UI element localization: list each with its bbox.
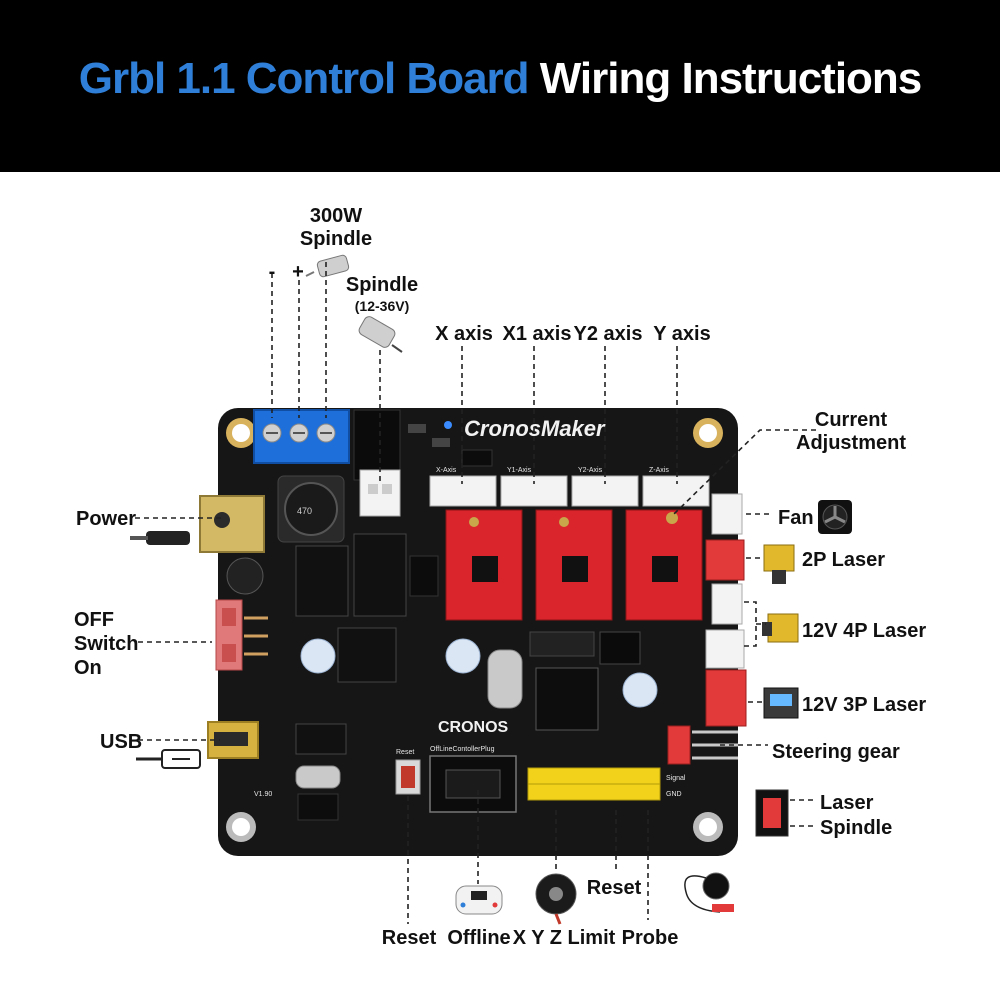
spindle-motor-300w-icon (305, 254, 350, 278)
wiring-diagram: CronosMaker 470 (74, 205, 926, 949)
fan-connector[interactable] (711, 493, 743, 535)
page-title: Grbl 1.1 Control Board Wiring Instructio… (0, 54, 1000, 104)
current-adjust-potentiometer[interactable] (666, 512, 678, 524)
axis-silk-y2: Y2-Axis (578, 467, 603, 474)
signal-silk: Signal (666, 775, 686, 782)
label-reset-bottom: Reset (382, 927, 437, 949)
laser-3p-connector[interactable] (705, 669, 747, 727)
axis-silk-z: Z-Axis (649, 467, 669, 474)
laser-4p-connector-b[interactable] (705, 629, 745, 669)
laser-2p-connector[interactable] (705, 539, 745, 581)
crystal-oscillator (487, 649, 523, 709)
fan-icon (818, 500, 852, 534)
laser-module-2p-icon (763, 544, 795, 584)
axis-silk-y1: Y1-Axis (507, 467, 532, 474)
label-on: On (74, 657, 102, 679)
label-2p-laser: 2P Laser (802, 549, 885, 571)
title-rest: Wiring Instructions (539, 54, 922, 103)
probe-icon (684, 872, 734, 913)
label-spindle-switch: Spindle (820, 817, 892, 839)
label-minus: - (269, 261, 276, 283)
label-switch: Switch (74, 633, 138, 655)
voltage-regulators (295, 533, 439, 683)
gamepad-offline-controller-icon (455, 885, 503, 915)
reset-silk: Reset (396, 749, 414, 756)
label-adjustment: Adjustment (796, 432, 906, 454)
board-brand-cronos: CRONOS (438, 719, 509, 736)
control-board: CronosMaker 470 (199, 408, 747, 856)
label-fan: Fan (778, 507, 814, 529)
label-laser: Laser (820, 792, 874, 814)
stepper-driver-y (625, 509, 703, 621)
version-silk: V1.90 (254, 791, 272, 798)
stepper-drivers (445, 509, 703, 621)
label-offline: Offline (447, 927, 510, 949)
stepper-driver-x (445, 509, 523, 621)
label-300w-spindle: Spindle (300, 228, 372, 250)
dc-power-plug-icon (130, 531, 190, 545)
label-plus: + (292, 261, 304, 283)
labels: 300W Spindle - + Spindle (12-36V) X axis… (74, 205, 926, 949)
blue-capacitors (300, 638, 658, 708)
capacitor-label: 470 (297, 506, 312, 516)
laser-spindle-switch[interactable] (755, 789, 789, 837)
title-banner: Grbl 1.1 Control Board Wiring Instructio… (0, 0, 1000, 172)
limit-switch-icon (535, 873, 577, 925)
mounting-holes (226, 418, 723, 842)
label-y-axis: Y axis (653, 323, 710, 345)
spindle-screw-terminal[interactable] (253, 409, 350, 464)
smd-components (408, 421, 493, 467)
label-spindle-voltage: (12-36V) (355, 298, 409, 314)
y2-axis-connector[interactable] (571, 475, 639, 507)
label-probe: Probe (622, 927, 679, 949)
y-axis-connector[interactable] (642, 475, 710, 507)
limit-probe-pin-header[interactable]: Signal GND (527, 767, 686, 801)
x-axis-connector[interactable] (429, 475, 497, 507)
power-switch[interactable] (215, 599, 268, 671)
usb-cable-icon (136, 749, 201, 769)
steering-gear-header[interactable] (667, 725, 691, 765)
laser-module-4p-icon (762, 613, 799, 643)
label-steering-gear: Steering gear (772, 741, 900, 763)
stepper-driver-x1 (535, 509, 613, 621)
x1-axis-connector[interactable] (500, 475, 568, 507)
label-12v-3p-laser: 12V 3P Laser (802, 694, 926, 716)
offline-controller-plug[interactable]: OffLineContollerPlug (429, 746, 517, 813)
laser-4p-connector[interactable] (711, 583, 743, 625)
label-xyz-limit: X Y Z Limit (513, 927, 616, 949)
label-power: Power (76, 508, 136, 530)
label-12v-4p-laser: 12V 4P Laser (802, 620, 926, 642)
label-off: OFF (74, 609, 114, 631)
offline-plug-silk: OffLineContollerPlug (430, 746, 495, 753)
right-connectors[interactable] (667, 493, 747, 765)
jumper-block (599, 631, 641, 665)
label-x-axis: X axis (435, 323, 493, 345)
reset-button[interactable]: Reset (395, 749, 421, 795)
label-y2-axis: Y2 axis (574, 323, 643, 345)
power-dc-jack[interactable] (199, 495, 265, 553)
label-usb: USB (100, 731, 142, 753)
inductor-470: 470 (277, 475, 345, 543)
axis-connectors[interactable]: X-Axis Y1-Axis Y2-Axis Z-Axis (429, 467, 710, 507)
electrolytic-capacitor (226, 557, 264, 595)
usb-port[interactable] (207, 721, 259, 759)
microcontroller (529, 631, 599, 731)
label-x1-axis: X1 axis (503, 323, 572, 345)
title-highlight: Grbl 1.1 Control Board (78, 54, 530, 103)
spindle-motor-icon (358, 316, 403, 353)
label-current: Current (815, 409, 888, 431)
label-spindle: Spindle (346, 274, 418, 296)
usb-chip (295, 723, 347, 821)
board-brand: CronosMaker (464, 416, 606, 441)
relay-block (353, 409, 401, 481)
axis-silk-x: X-Axis (436, 467, 457, 474)
label-300w: 300W (310, 205, 362, 227)
laser-module-3p-icon (763, 687, 799, 719)
label-reset-right: Reset (587, 877, 642, 899)
leader-lines (135, 262, 816, 924)
gnd-silk: GND (666, 791, 682, 798)
